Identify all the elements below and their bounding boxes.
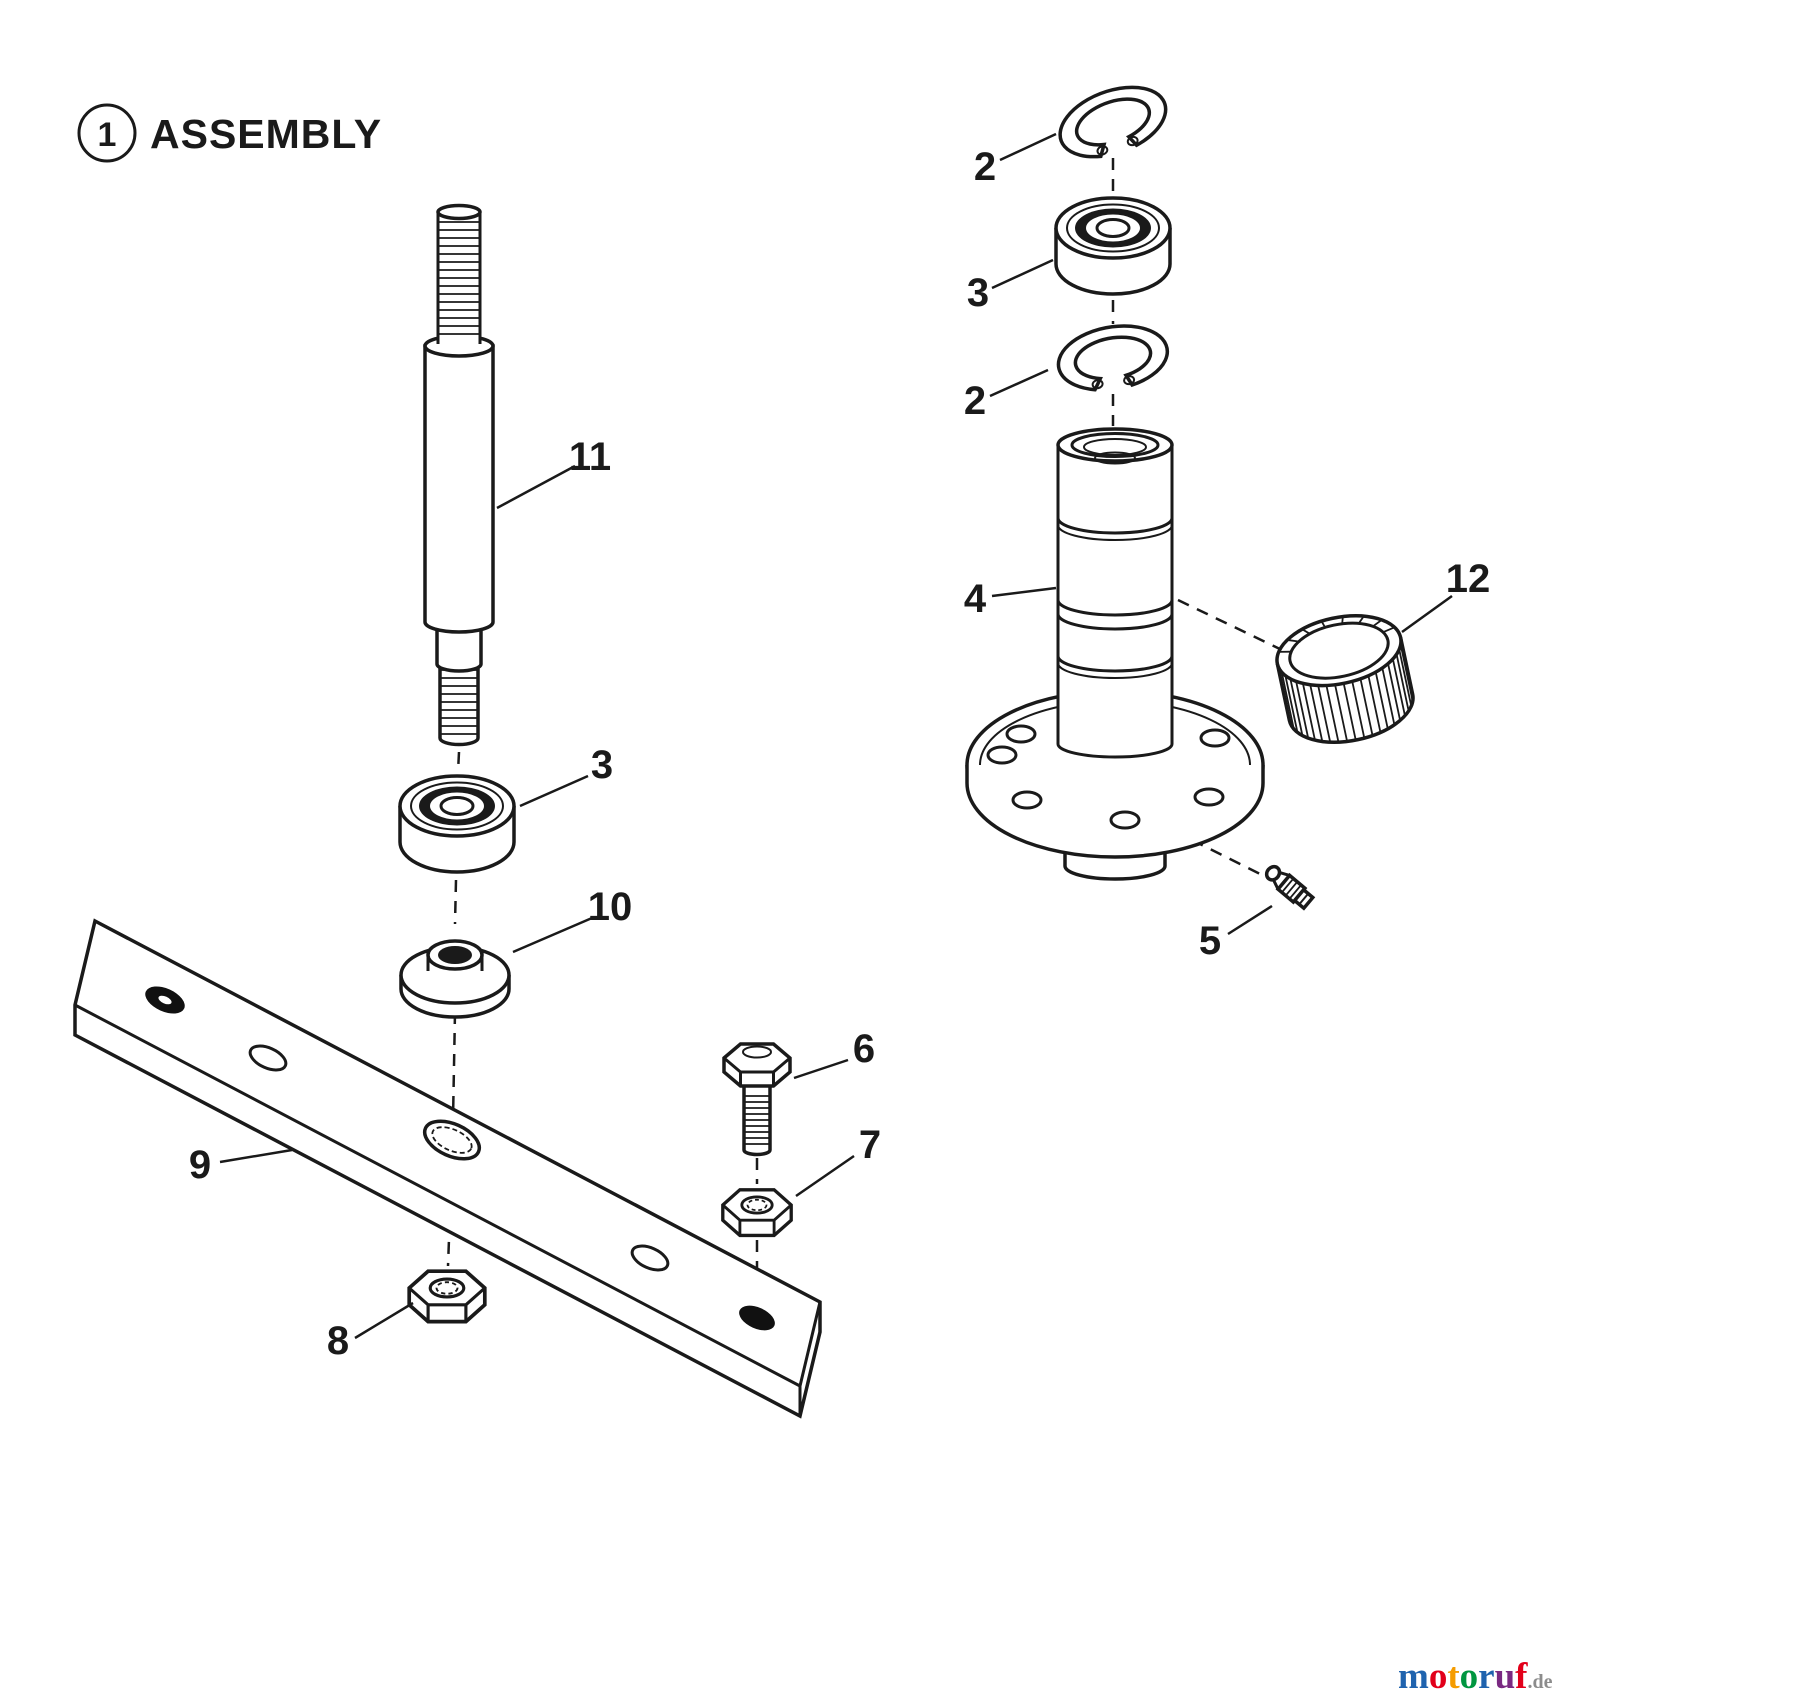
part-label-6: 6 xyxy=(853,1027,875,1071)
watermark-letter: u xyxy=(1495,1656,1516,1697)
diagram-title: 1 ASSEMBLY xyxy=(77,103,382,163)
watermark-letter: m xyxy=(1398,1656,1429,1697)
bar-slot-left xyxy=(248,1044,288,1072)
part-label-10: 10 xyxy=(588,885,633,929)
leader-lines xyxy=(219,132,1453,1340)
part-label-8: 8 xyxy=(327,1319,349,1363)
part-label-4: 4 xyxy=(964,577,987,621)
watermark-letter: f xyxy=(1515,1656,1528,1697)
part-6-hex-bolt xyxy=(722,1042,792,1157)
watermark-letter: r xyxy=(1478,1656,1494,1697)
watermark-letter: o xyxy=(1429,1656,1448,1697)
step-circle xyxy=(77,103,137,163)
part-12-ribbed-sleeve xyxy=(1275,614,1415,744)
part-3-ball-bearing-right xyxy=(1054,196,1172,296)
watermark-letter: o xyxy=(1460,1656,1479,1697)
part-label-12: 12 xyxy=(1446,557,1491,601)
part-label-3-right: 3 xyxy=(967,271,989,315)
bar-center-threaded-hole xyxy=(422,1119,482,1161)
part-10-spacer-washer xyxy=(399,939,511,1019)
part-5-grease-fitting-screw xyxy=(1264,864,1316,911)
part-label-3-left: 3 xyxy=(591,743,613,787)
flange-bolt-holes xyxy=(986,724,1231,830)
part-label-7: 7 xyxy=(859,1123,881,1167)
bar-slot-right xyxy=(630,1244,670,1272)
page-title: ASSEMBLY xyxy=(150,111,382,157)
part-7-hex-nut xyxy=(721,1188,793,1238)
part-4-spindle-housing xyxy=(965,427,1265,881)
part-8-hex-nut xyxy=(407,1269,487,1324)
part-11-spindle-shaft xyxy=(423,203,495,747)
part-9-blade-adapter-bar xyxy=(73,918,822,1419)
part-label-9: 9 xyxy=(189,1143,211,1187)
part-3-ball-bearing-left xyxy=(398,774,516,874)
step-number: 1 xyxy=(98,116,117,154)
part-2-retaining-ring-lower xyxy=(1051,316,1175,399)
part-label-2-upper: 2 xyxy=(974,145,996,189)
watermark-suffix: .de xyxy=(1528,1671,1553,1693)
part-label-5: 5 xyxy=(1199,919,1221,963)
part-label-2-lower: 2 xyxy=(964,379,986,423)
watermark-motoruf: motoruf.de xyxy=(1398,1656,1553,1697)
part-label-11: 11 xyxy=(569,435,611,479)
part-number-labels: 2 3 2 4 12 5 11 3 10 9 8 6 7 xyxy=(189,145,1490,1363)
bar-hole-right xyxy=(739,1305,775,1331)
watermark-letter: t xyxy=(1447,1656,1460,1697)
part-2-retaining-ring-upper xyxy=(1048,72,1177,171)
